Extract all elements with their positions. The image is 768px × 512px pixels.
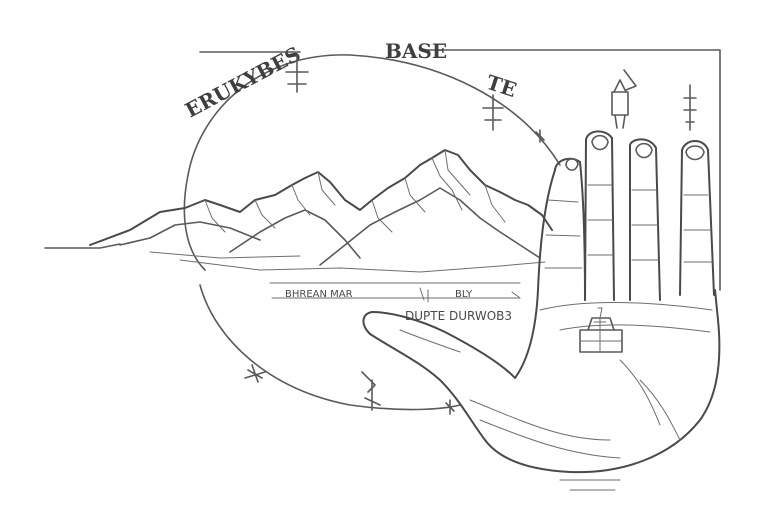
arc-tick-marks — [244, 54, 545, 415]
arc-label-middle: BASE — [385, 39, 447, 63]
orbit-circle — [183, 54, 561, 411]
arc-label-right: TE — [483, 70, 519, 102]
caption-line1-right: BLY — [455, 289, 473, 300]
hand-drawing — [362, 130, 721, 491]
svg-text:ERUKYBES: ERUKYBES — [181, 42, 304, 123]
finger-top-figures — [611, 69, 697, 131]
svg-text:TE: TE — [483, 70, 519, 102]
mountain-range — [89, 149, 553, 273]
horizon-line — [44, 243, 121, 249]
frame-lines — [199, 49, 721, 291]
caption-line2: DUPTE DURWOB3 — [405, 309, 512, 323]
arc-label-left: ERUKYBES — [181, 42, 304, 123]
palm-structure-icon — [579, 307, 623, 353]
caption-block: BHREAN MAR BLY DUPTE DURWOB3 — [269, 282, 521, 323]
caption-line1-left: BHREAN MAR — [285, 289, 353, 300]
